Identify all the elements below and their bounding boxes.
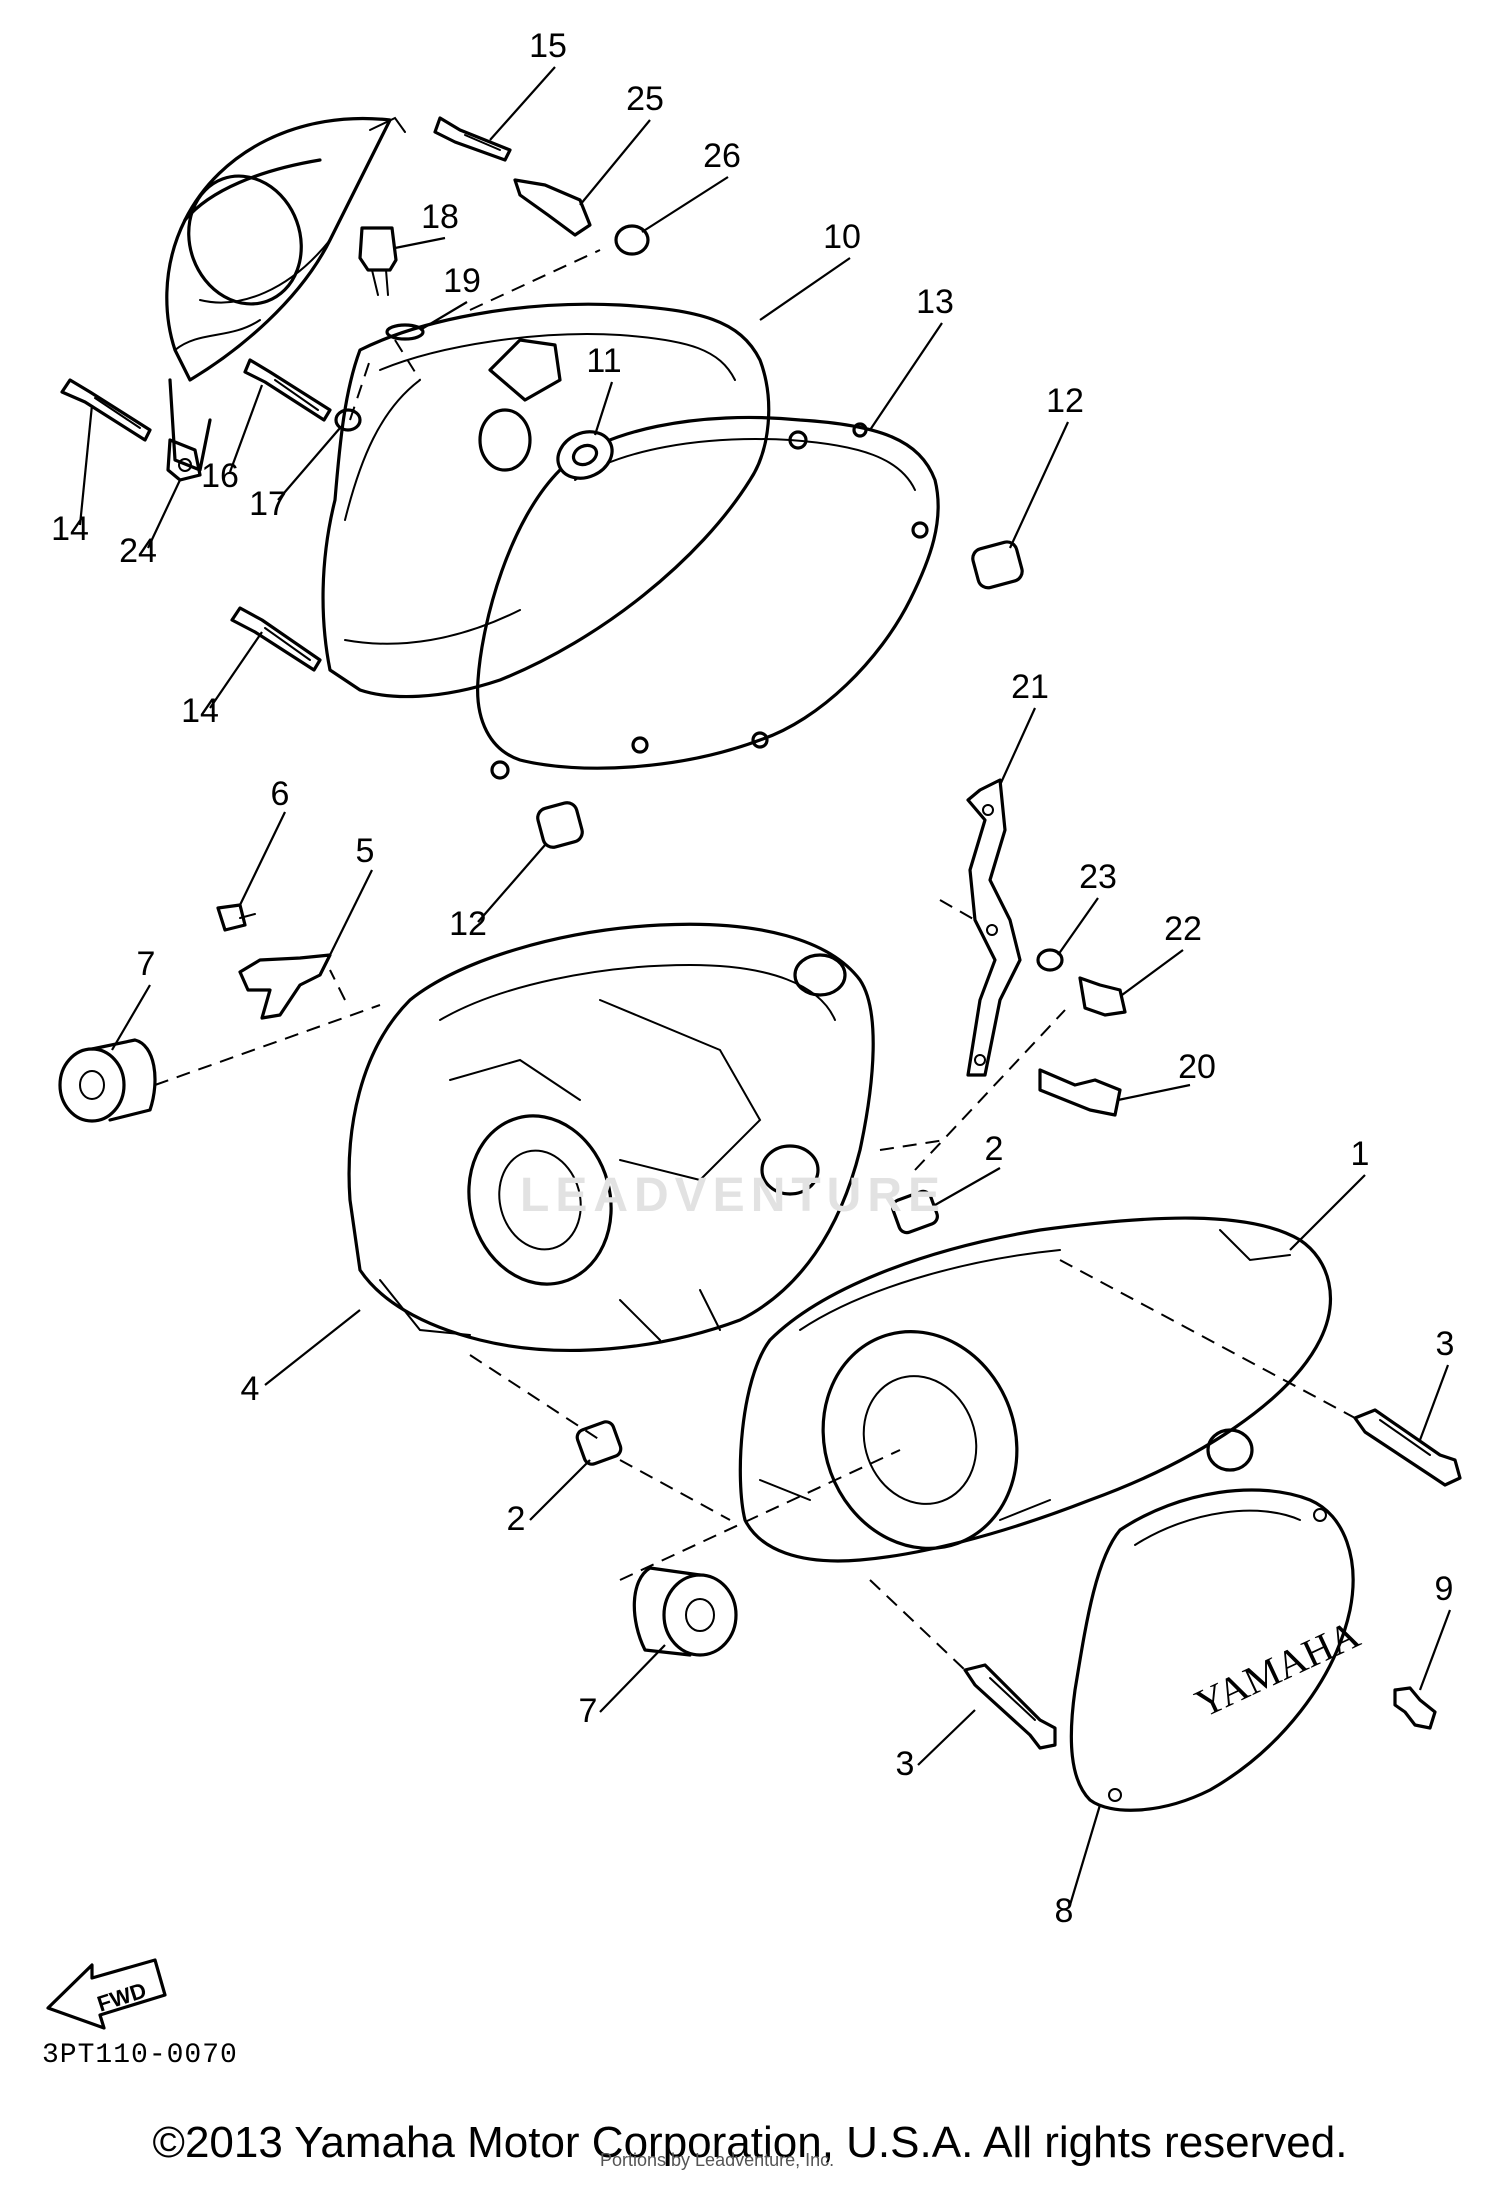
screw-22 bbox=[1078, 976, 1127, 1017]
bolt-16 bbox=[243, 358, 332, 422]
callout-13: 13 bbox=[916, 283, 954, 321]
bolt-14-b bbox=[230, 606, 322, 672]
callout-14: 14 bbox=[51, 510, 89, 548]
callout-1: 1 bbox=[1351, 1135, 1370, 1173]
callout-18: 18 bbox=[421, 198, 459, 236]
callout-17: 17 bbox=[249, 485, 287, 523]
callout-20: 20 bbox=[1178, 1048, 1216, 1086]
callout-2: 2 bbox=[507, 1500, 526, 1538]
callout-16: 16 bbox=[201, 457, 239, 495]
bracket-25 bbox=[513, 178, 592, 237]
callout-10: 10 bbox=[823, 218, 861, 256]
engine-mount-7-a bbox=[58, 1038, 157, 1123]
callout-25: 25 bbox=[626, 80, 664, 118]
callout-12: 12 bbox=[1046, 382, 1084, 420]
crankcase-cover bbox=[321, 302, 771, 699]
crankcase-left bbox=[347, 922, 875, 1353]
callout-26: 26 bbox=[703, 137, 741, 175]
fwd-arrow-icon: FWD bbox=[46, 1958, 167, 2030]
bolt-15 bbox=[433, 116, 512, 162]
alignment-lines bbox=[154, 249, 1356, 1671]
bearing-11 bbox=[556, 430, 614, 480]
shift-fork-5 bbox=[238, 953, 332, 1020]
bolt-20 bbox=[1038, 1068, 1122, 1117]
cover-logo-text: YAMAHA bbox=[1188, 1611, 1366, 1726]
yamaha-cover-8: YAMAHA bbox=[1069, 1488, 1366, 1812]
callout-5: 5 bbox=[356, 832, 375, 870]
washer-17 bbox=[334, 408, 362, 432]
callout-2: 2 bbox=[985, 1130, 1004, 1168]
callout-22: 22 bbox=[1164, 910, 1202, 948]
callout-3: 3 bbox=[896, 1745, 915, 1783]
bolt-3-b bbox=[963, 1663, 1057, 1750]
o-ring-19 bbox=[385, 323, 425, 341]
callout-11: 11 bbox=[586, 342, 621, 380]
callout-3: 3 bbox=[1436, 1325, 1455, 1363]
diagram-code: 3PT110-0070 bbox=[42, 2040, 238, 2071]
outer-cover-left bbox=[165, 116, 406, 472]
bolt-3-a bbox=[1353, 1408, 1462, 1487]
washer-23 bbox=[1036, 948, 1064, 972]
callout-19: 19 bbox=[443, 262, 481, 300]
callout-23: 23 bbox=[1079, 858, 1117, 896]
dowel-2-a bbox=[891, 1189, 939, 1235]
callout-9: 9 bbox=[1435, 1570, 1454, 1608]
engine-mount-7-b bbox=[632, 1566, 738, 1657]
callout-4: 4 bbox=[241, 1370, 260, 1408]
cover-gasket bbox=[476, 415, 940, 780]
callout-numbers: 1223345677891011121213141415161718192021… bbox=[51, 27, 1454, 1930]
plug-26 bbox=[614, 224, 650, 256]
callout-6: 6 bbox=[271, 775, 290, 813]
callout-7: 7 bbox=[579, 1692, 598, 1730]
bracket-24 bbox=[166, 438, 202, 482]
sub-credit: Portions by Leadventure, Inc. bbox=[600, 2150, 835, 2170]
callout-15: 15 bbox=[529, 27, 567, 65]
callout-12: 12 bbox=[449, 905, 487, 943]
leader-lines bbox=[78, 66, 1452, 1906]
callout-21: 21 bbox=[1011, 668, 1049, 706]
callout-14: 14 bbox=[181, 692, 219, 730]
watermark-text: LEADVENTURE bbox=[520, 1169, 947, 1222]
dowel-pin-12-b bbox=[536, 801, 584, 849]
callout-7: 7 bbox=[137, 945, 156, 983]
bolt-14-a bbox=[60, 378, 152, 442]
drain-plug-18 bbox=[358, 226, 398, 296]
callout-24: 24 bbox=[119, 532, 157, 570]
screw-9 bbox=[1393, 1686, 1437, 1730]
callout-8: 8 bbox=[1055, 1892, 1074, 1930]
crankcase-right bbox=[738, 1216, 1332, 1563]
dowel-pin-12-a bbox=[971, 540, 1024, 590]
strap-21 bbox=[966, 778, 1022, 1077]
dowel-2-b bbox=[575, 1420, 623, 1466]
bolt-6 bbox=[216, 903, 256, 932]
copyright-notice: ©2013 Yamaha Motor Corporation, U.S.A. A… bbox=[152, 2118, 1348, 2167]
